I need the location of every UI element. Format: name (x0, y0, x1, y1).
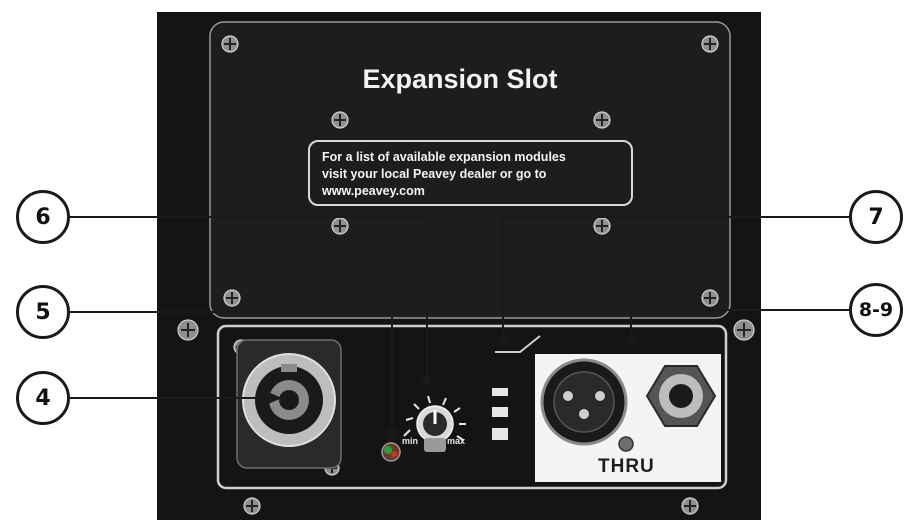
screw-icon (177, 319, 199, 341)
leader-line-8-9 (630, 309, 849, 338)
callout-7: 7 (849, 190, 903, 244)
leader-line-7 (502, 216, 849, 338)
callout-4: 4 (16, 371, 70, 425)
screw-icon (331, 217, 349, 235)
level-knob-icon (403, 395, 466, 452)
info-line: www.peavey.com (322, 184, 425, 198)
arrowhead-5 (386, 430, 398, 442)
mode-switch-icon (492, 335, 541, 440)
screw-icon (681, 497, 699, 515)
arrowhead-8-9 (625, 336, 637, 348)
screw-icon (701, 289, 719, 307)
control-area-outline (216, 324, 728, 490)
arrowhead-7 (497, 336, 509, 348)
xlr-thru-connector-icon (540, 358, 634, 452)
screw-icon (221, 35, 239, 53)
leader-lines (70, 216, 849, 432)
signal-led-icon (381, 442, 401, 462)
callout-6: 6 (16, 190, 70, 244)
callout-5: 5 (16, 285, 70, 339)
expansion-info-box: For a list of available expansion module… (308, 140, 633, 206)
screw-icon (733, 319, 755, 341)
screw-icon (331, 111, 349, 129)
leader-arrowheads (268, 336, 637, 442)
screw-icon (593, 217, 611, 235)
screw-icon (701, 35, 719, 53)
expansion-slot-title: Expansion Slot (362, 64, 558, 94)
arrowhead-4 (268, 392, 282, 404)
callout-8-9: 8-9 (849, 283, 903, 337)
info-line: For a list of available expansion module… (322, 150, 566, 164)
quarter-inch-thru-jack-icon (645, 365, 717, 427)
screw-icon (593, 111, 611, 129)
knob-max-label: max (447, 436, 466, 446)
arrowhead-6 (421, 376, 433, 388)
screw-icon (223, 289, 241, 307)
knob-min-label: min (402, 436, 419, 446)
leader-line-6 (70, 216, 428, 378)
expansion-slot-plate (209, 21, 731, 319)
leader-line-5 (70, 311, 393, 432)
info-line: visit your local Peavey dealer or go to (322, 167, 547, 181)
combo-input-jack-icon (236, 339, 342, 469)
screw-icon (243, 497, 261, 515)
thru-label: THRU (598, 456, 655, 477)
